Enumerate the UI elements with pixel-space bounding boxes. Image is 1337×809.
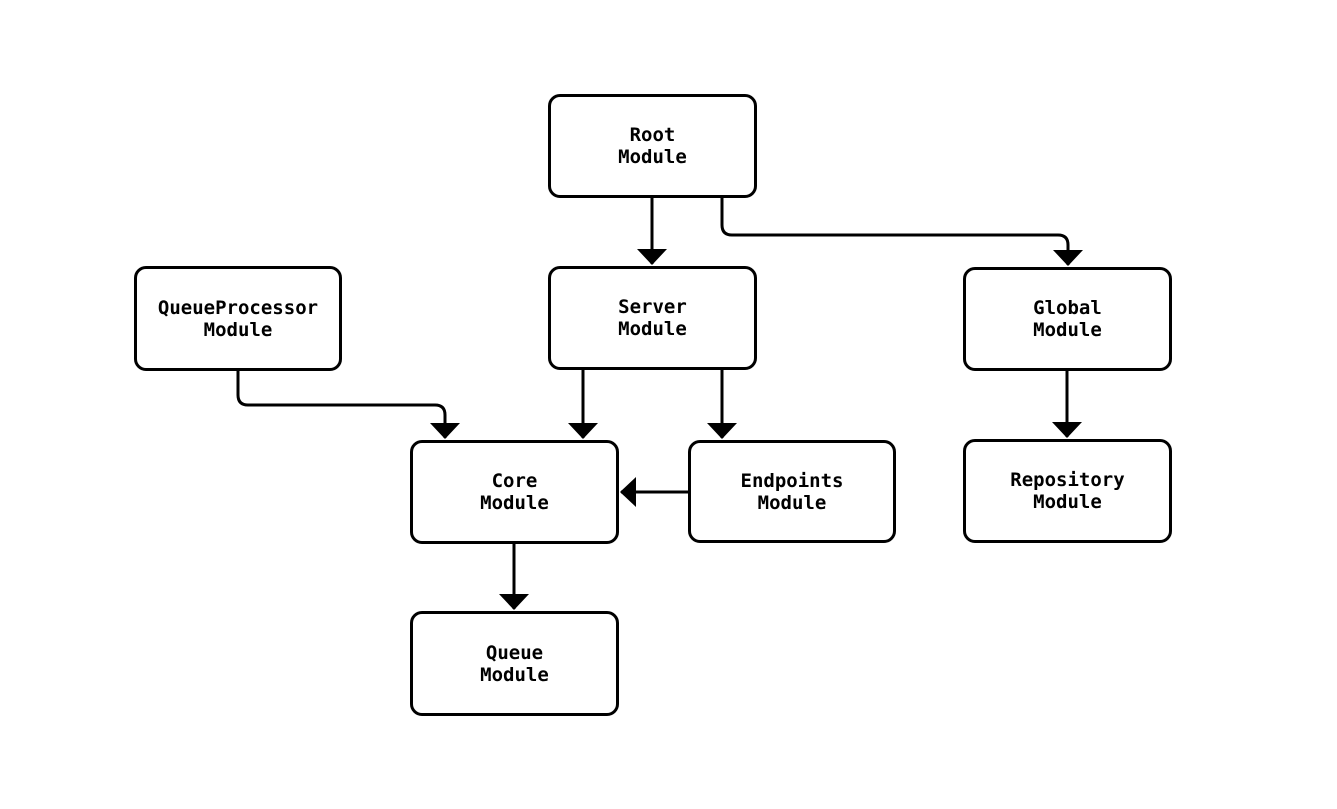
node-label: Global Module <box>1033 297 1102 341</box>
node-label: QueueProcessor Module <box>157 296 319 341</box>
node-queue-module: Queue Module <box>410 611 619 716</box>
node-global-module: Global Module <box>963 267 1172 371</box>
node-label: Endpoints Module <box>740 469 844 514</box>
node-label: Core Module <box>480 470 549 514</box>
edge-queueprocessor-module-to-core-module <box>236 371 460 439</box>
node-label: Repository Module <box>1010 469 1125 513</box>
node-queueprocessor-module: QueueProcessor Module <box>134 266 342 371</box>
node-label: Server Module <box>618 296 687 340</box>
node-server-module: Server Module <box>548 266 757 370</box>
node-endpoints-module: Endpoints Module <box>688 440 896 543</box>
node-core-module: Core Module <box>410 440 619 544</box>
node-label: Queue Module <box>480 641 549 686</box>
node-repository-module: Repository Module <box>963 439 1172 543</box>
edge-root-module-to-global-module <box>720 198 1083 266</box>
node-root-module: Root Module <box>548 94 757 198</box>
node-label: Root Module <box>618 124 687 168</box>
